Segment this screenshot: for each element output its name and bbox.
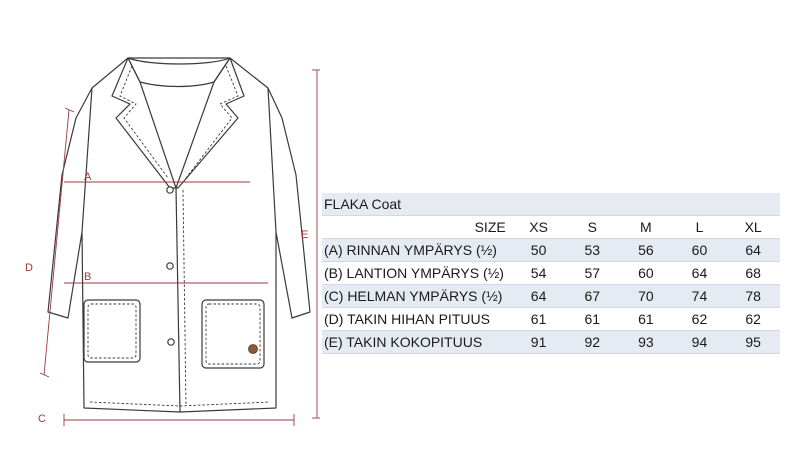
- size-header-xs: XS: [511, 215, 566, 239]
- left-lapel-stitch: [119, 65, 169, 179]
- dimension-b-label: B: [84, 271, 91, 283]
- left-sleeve-seam: [81, 87, 93, 233]
- table-cell: 62: [672, 307, 727, 331]
- table-cell: 93: [619, 330, 673, 354]
- right-pocket: [201, 299, 265, 369]
- row-label: (D) TAKIN HIHAN PITUUS: [322, 307, 512, 331]
- table-row: (D) TAKIN HIHAN PITUUS 61 61 61 62 62: [322, 307, 780, 331]
- table-cell: 61: [565, 307, 620, 331]
- row-label: (E) TAKIN KOKOPITUUS: [322, 330, 512, 354]
- right-pocket-stitch: [205, 303, 261, 365]
- hem-stitch: [89, 401, 271, 407]
- dimension-e-label: E: [301, 229, 308, 241]
- table-header-row: SIZE XS S M L XL: [322, 215, 780, 239]
- right-lapel: [175, 57, 245, 189]
- left-lapel: [111, 57, 177, 189]
- front-stitch: [182, 189, 187, 407]
- dimension-d-label: D: [25, 262, 33, 274]
- size-header-m: M: [619, 215, 673, 239]
- dimension-a-label: A: [84, 171, 92, 183]
- row-label: (C) HELMAN YMPÄRYS (½): [322, 284, 512, 308]
- row-label: (A) RINNAN YMPÄRYS (½): [322, 238, 512, 262]
- table-cell: 61: [511, 307, 566, 331]
- table-cell: 53: [565, 238, 620, 262]
- table-cell: 54: [511, 261, 566, 285]
- front-edge: [175, 187, 181, 413]
- dimension-c-label: C: [38, 413, 46, 425]
- table-cell: 56: [619, 238, 673, 262]
- table-cell: 64: [511, 284, 566, 308]
- size-header-s: S: [565, 215, 620, 239]
- size-header-label: SIZE: [322, 215, 512, 239]
- button-2: [166, 262, 174, 270]
- dimension-d-tick-top: [64, 107, 75, 113]
- table-title: FLAKA Coat: [322, 193, 780, 216]
- table-row: (B) LANTION YMPÄRYS (½) 54 57 60 64 68: [322, 261, 780, 285]
- table-row: (E) TAKIN KOKOPITUUS 91 92 93 94 95: [322, 330, 780, 354]
- button-3: [167, 338, 175, 346]
- left-pocket: [83, 299, 141, 363]
- button-1: [166, 186, 174, 194]
- coat-outline: [47, 57, 311, 413]
- table-cell: 64: [672, 261, 727, 285]
- table-cell: 92: [565, 330, 620, 354]
- table-cell: 61: [619, 307, 673, 331]
- table-cell: 95: [726, 330, 780, 354]
- table-cell: 50: [511, 238, 566, 262]
- table-title-row: FLAKA Coat: [322, 193, 780, 216]
- table-row: (C) HELMAN YMPÄRYS (½) 64 67 70 74 78: [322, 284, 780, 308]
- brand-badge: [248, 344, 258, 354]
- collar-back: [127, 57, 231, 88]
- coat-diagram: A B C D E: [25, 57, 320, 426]
- dimension-d-line: [43, 109, 70, 376]
- right-sleeve-seam: [267, 87, 277, 233]
- size-header-l: L: [672, 215, 727, 239]
- table-cell: 60: [619, 261, 673, 285]
- table-cell: 57: [565, 261, 620, 285]
- table-cell: 62: [726, 307, 780, 331]
- table-cell: 67: [565, 284, 620, 308]
- size-header-xl: XL: [726, 215, 780, 239]
- dimension-d-tick-bottom: [39, 372, 50, 378]
- table-cell: 64: [726, 238, 780, 262]
- size-table: FLAKA Coat SIZE XS S M L XL (A) RINNAN Y…: [322, 193, 780, 354]
- left-pocket-stitch: [87, 303, 137, 359]
- table-cell: 94: [672, 330, 727, 354]
- table-cell: 91: [511, 330, 566, 354]
- right-lapel-stitch: [185, 65, 239, 179]
- table-cell: 68: [726, 261, 780, 285]
- row-label: (B) LANTION YMPÄRYS (½): [322, 261, 512, 285]
- table-row: (A) RINNAN YMPÄRYS (½) 50 53 56 60 64: [322, 238, 780, 262]
- table-cell: 74: [672, 284, 727, 308]
- table-cell: 60: [672, 238, 727, 262]
- table-cell: 70: [619, 284, 673, 308]
- table-cell: 78: [726, 284, 780, 308]
